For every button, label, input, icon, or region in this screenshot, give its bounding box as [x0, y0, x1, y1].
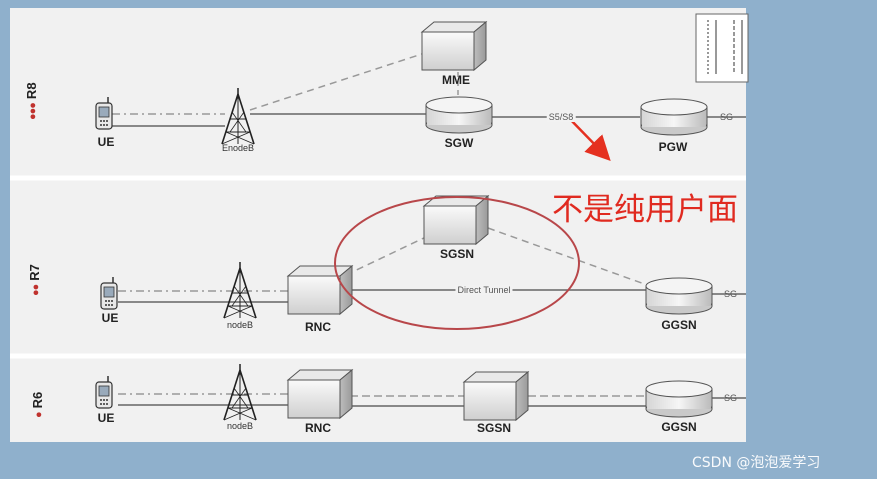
r8-s5s8-interface-label: S5/S8	[546, 112, 576, 122]
r8-enodeb-label: EnodeB	[221, 143, 255, 153]
r6-rnc-server-icon	[287, 369, 353, 419]
r7-tail-label: SG	[724, 289, 738, 299]
release-dots-icon: ●●	[30, 284, 42, 296]
r8-ue-label: UE	[97, 135, 115, 149]
r6-sgsn-server-icon	[463, 371, 529, 421]
r7-sgsn-server-icon	[423, 195, 489, 245]
r7-rnc-sgsn-dashed	[345, 235, 429, 276]
annotation-text: 不是纯用户面	[552, 192, 738, 228]
r6-ggsn-cylinder-icon	[645, 380, 713, 418]
r7-sgsn-ggsn-dashed	[487, 227, 651, 287]
r6-sgsn-label: SGSN	[476, 421, 512, 435]
r8-tail-label: SG	[720, 112, 734, 122]
r8-enodeb-mme-dashed	[249, 51, 429, 111]
r8-sgw-cylinder-icon	[425, 96, 493, 134]
release-dots-icon: ●●●	[27, 103, 39, 120]
r6-rnc-label: RNC	[305, 421, 331, 435]
r8-sgw-label: SGW	[444, 136, 474, 150]
r7-ggsn-label: GGSN	[661, 318, 697, 332]
r8-mme-label: MME	[442, 73, 470, 87]
release-label-r7: ●● R7	[27, 264, 42, 296]
r6-ggsn-label: GGSN	[661, 420, 697, 434]
diagram-panel	[10, 8, 746, 442]
direct-tunnel-highlight-circle	[334, 196, 580, 330]
r6-links	[118, 393, 746, 407]
r7-rnc-label: RNC	[305, 320, 331, 334]
release-label-r7-text: R7	[27, 264, 42, 281]
r6-ue-label: UE	[97, 411, 115, 425]
r7-nodeb-label: nodeB	[226, 320, 254, 330]
release-label-r6: ● R6	[30, 392, 45, 418]
release-label-r6-text: R6	[30, 391, 45, 409]
r8-pgw-label: PGW	[658, 140, 688, 154]
release-label-r8: ●●● R8	[24, 82, 39, 120]
r7-direct-tunnel-label: Direct Tunnel	[455, 285, 513, 295]
release-label-r8-text: R8	[24, 82, 39, 100]
release-dots-icon: ●	[33, 412, 45, 418]
r8-pgw-cylinder-icon	[640, 98, 708, 136]
watermark: CSDN @泡泡爱学习	[692, 455, 821, 471]
r8-mme-server-icon	[421, 21, 487, 71]
r6-nodeb-label: nodeB	[226, 421, 254, 431]
r7-ue-label: UE	[101, 311, 119, 325]
r7-sgsn-label: SGSN	[439, 247, 475, 261]
r7-rnc-server-icon	[287, 265, 353, 315]
legend-fragment	[695, 13, 749, 83]
r7-ggsn-cylinder-icon	[645, 277, 713, 315]
r6-tail-label: SG	[724, 393, 738, 403]
